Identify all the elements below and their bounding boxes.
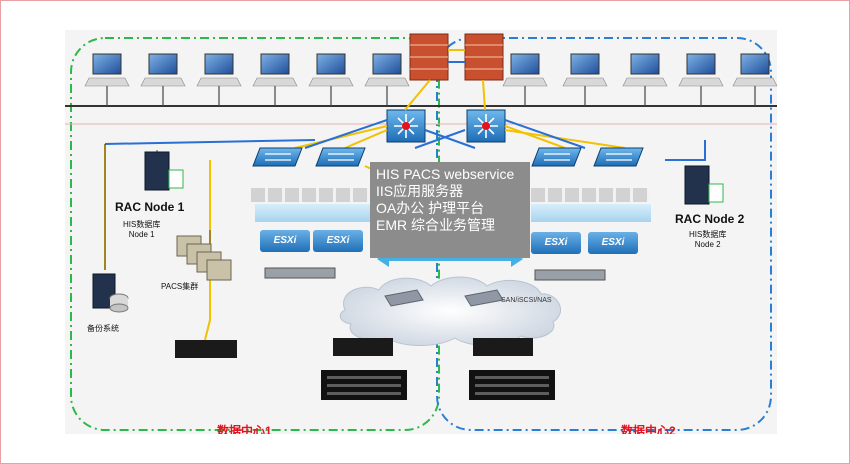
- service-line-iis: IIS应用服务器: [376, 183, 464, 199]
- vm-band-left: [255, 204, 375, 222]
- service-line-web: HIS PACS webservice: [376, 166, 515, 182]
- host-rack-left: [251, 188, 369, 202]
- client-pc-icon: [84, 53, 777, 106]
- rac-node-2-title: RAC Node 2: [675, 212, 745, 226]
- esxi-host: ESXi: [313, 230, 363, 252]
- database-server-icon: [144, 151, 724, 205]
- rac-node-2-subtitle: HIS数据库 Node 2: [689, 230, 726, 250]
- topology-drawing: SAN/iSCSI/NAS: [65, 33, 777, 431]
- rac-node-2-db-label: HIS数据库: [689, 230, 727, 239]
- access-switch-icon: [252, 147, 644, 167]
- diagram-canvas: SAN/iSCSI/NAS ESXi ESXi ESXi ESXi RAC No…: [65, 30, 777, 434]
- backup-system-label: 备份系统: [87, 324, 119, 333]
- service-line-emr: EMR 综合业务管理: [376, 217, 495, 233]
- rac-node-1-subtitle: HIS数据库 Node 1: [123, 220, 160, 240]
- service-line-oa: OA办公 护理平台: [376, 200, 485, 216]
- rac-node-1-db-label: HIS数据库: [123, 220, 161, 229]
- rac-node-2-node-label: Node 2: [694, 240, 721, 249]
- firewall-icon: [409, 33, 504, 81]
- pacs-cluster-label: PACS集群: [161, 282, 199, 291]
- host-rack-right: [531, 188, 649, 202]
- rac-node-1-title: RAC Node 1: [115, 200, 185, 214]
- datacenter-2-label: 数据中心2: [621, 424, 676, 434]
- san-switch-icon: [264, 267, 606, 281]
- datacenter-2-border: [436, 37, 772, 431]
- esxi-host: ESXi: [260, 230, 310, 252]
- pacs-cluster-icon: [176, 235, 232, 281]
- application-services-box: HIS PACS webservice IIS应用服务器 OA办公 护理平台 E…: [370, 162, 530, 258]
- esxi-host: ESXi: [588, 232, 638, 254]
- datacenter-1-label: 数据中心1: [217, 424, 272, 434]
- rac-node-1-node-label: Node 1: [128, 230, 155, 239]
- vm-band-right: [531, 204, 651, 222]
- core-switch-icon: [386, 109, 506, 143]
- storage-array-icon: [175, 338, 555, 400]
- esxi-host: ESXi: [531, 232, 581, 254]
- backup-server-icon: [92, 273, 129, 313]
- storage-cloud-icon: [339, 276, 561, 346]
- storage-label: SAN/iSCSI/NAS: [501, 297, 552, 304]
